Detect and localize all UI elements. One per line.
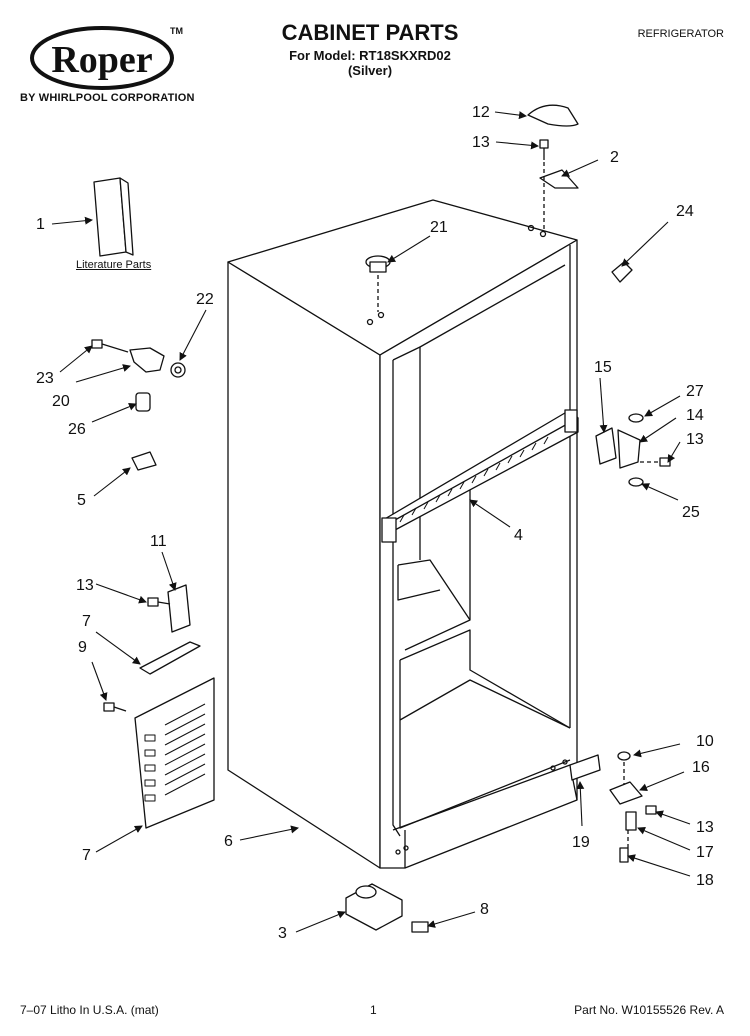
callout-13-bottom: 13 [696, 819, 714, 836]
clip [131, 451, 157, 471]
door-stop [611, 261, 633, 283]
callout-12: 12 [472, 104, 490, 121]
page-title: CABINET PARTS [281, 20, 459, 45]
bottom-hinge [609, 751, 657, 863]
callout-19: 19 [572, 834, 590, 851]
callout-13-top: 13 [472, 134, 490, 151]
callout-18: 18 [696, 872, 714, 889]
callout-1: 1 [36, 216, 45, 233]
callout-24: 24 [676, 203, 694, 220]
footer-part-number: Part No. W10155526 Rev. A [574, 1003, 724, 1017]
callout-8: 8 [480, 901, 489, 918]
callout-16: 16 [692, 759, 710, 776]
category-label: REFRIGERATOR [637, 28, 724, 40]
callout-numbers: 1 2 3 4 5 6 7 7 8 9 10 11 12 13 13 13 13… [36, 104, 714, 942]
footer-page-number: 1 [370, 1003, 377, 1017]
callout-17: 17 [696, 844, 714, 861]
callout-6: 6 [224, 833, 233, 850]
screw-9 [103, 702, 127, 712]
callout-23: 23 [36, 370, 54, 387]
callout-5: 5 [77, 492, 86, 509]
brand-text: Roper [51, 39, 152, 81]
trim-strip [139, 641, 201, 675]
corporation-text: BY WHIRLPOOL CORPORATION [20, 92, 195, 104]
callout-20: 20 [52, 393, 70, 410]
leader-lines [51, 111, 691, 933]
control-box [345, 883, 429, 933]
callout-27: 27 [686, 383, 704, 400]
model-variant: (Silver) [347, 63, 393, 78]
hinge-cover [527, 104, 579, 127]
model-line: For Model: RT18SKXRD02 [289, 48, 451, 63]
callout-22: 22 [196, 291, 214, 308]
callout-25: 25 [682, 504, 700, 521]
callout-4: 4 [514, 527, 523, 544]
center-hinge [595, 413, 671, 487]
literature-parts [93, 177, 134, 257]
top-hinge-screw [539, 139, 549, 160]
callout-3: 3 [278, 925, 287, 942]
callout-11: 11 [150, 533, 167, 550]
callout-9: 9 [78, 639, 87, 656]
callout-10: 10 [696, 733, 714, 750]
literature-parts-label: Literature Parts [76, 259, 152, 271]
hinge-bracket [147, 584, 191, 633]
callout-13-mid: 13 [686, 431, 704, 448]
top-hinge [539, 169, 579, 189]
valve-assembly [91, 339, 186, 412]
callout-14: 14 [686, 407, 704, 424]
callout-13-left: 13 [76, 577, 94, 594]
shim [569, 754, 601, 781]
callout-26: 26 [68, 421, 86, 438]
center-mullion-rail [381, 409, 579, 543]
callout-2: 2 [610, 149, 619, 166]
footer-litho: 7–07 Litho In U.S.A. (mat) [20, 1003, 159, 1017]
trademark-text: TM [170, 26, 183, 36]
callout-15: 15 [594, 359, 612, 376]
callout-7-panel: 7 [82, 847, 91, 864]
cabinet-body [227, 199, 578, 869]
callout-7-strip: 7 [82, 613, 91, 630]
rear-panel [134, 677, 215, 829]
callout-21: 21 [430, 219, 448, 236]
roper-logo: Roper TM [30, 26, 183, 90]
